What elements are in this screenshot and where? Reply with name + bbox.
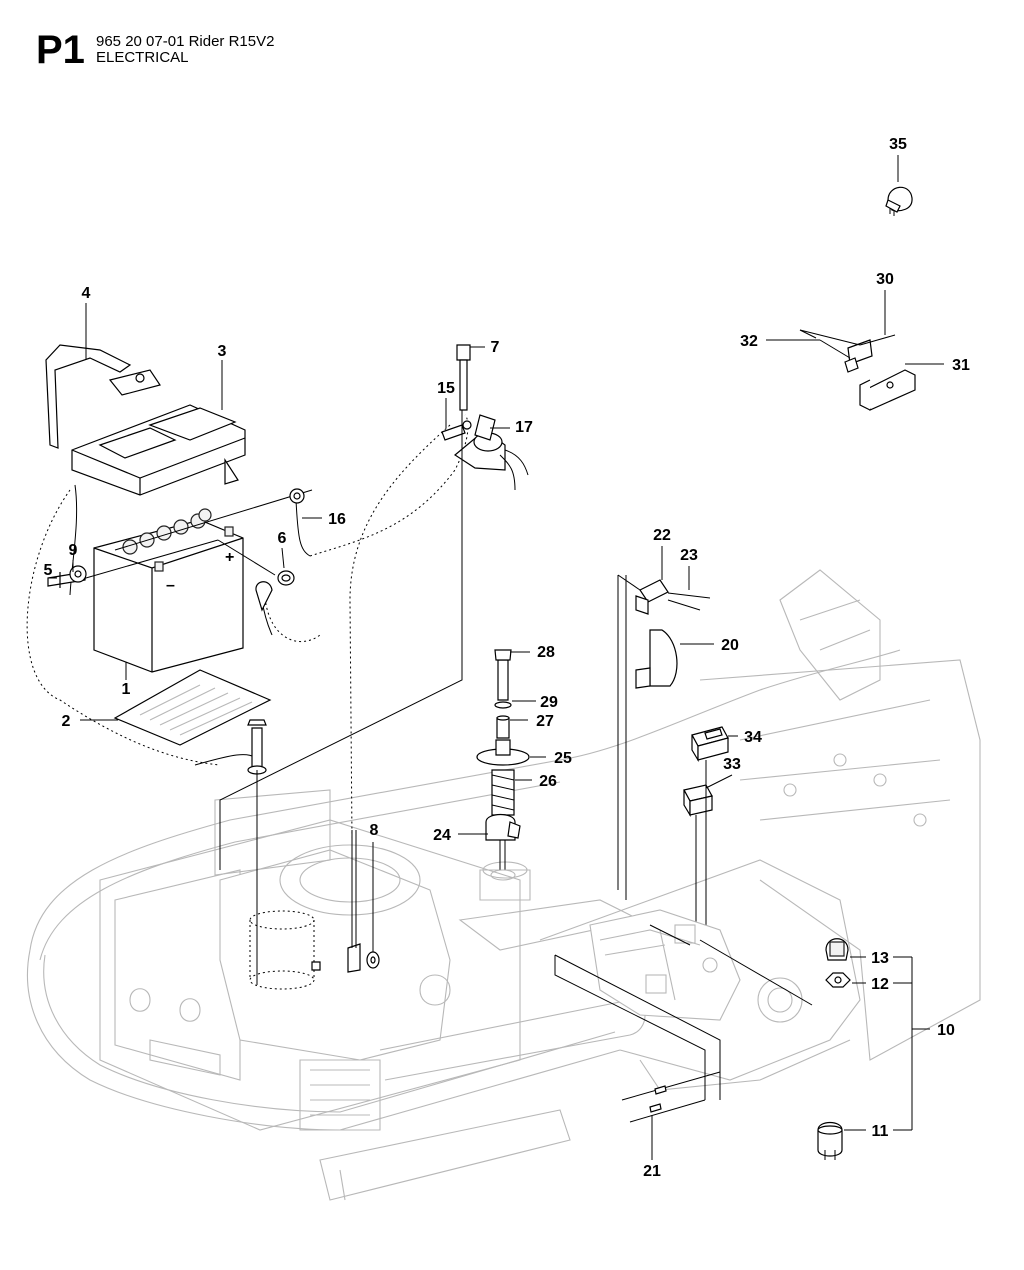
callout-7: 7 <box>491 339 500 356</box>
callout-4: 4 <box>82 285 91 302</box>
callout-15: 15 <box>437 380 455 397</box>
control-panel-housing <box>554 909 813 1100</box>
callout-5: 5 <box>44 562 53 579</box>
callout-12: 12 <box>871 976 889 993</box>
starter-solenoid-assembly[interactable] <box>441 344 529 491</box>
wiring-harness-leads[interactable] <box>621 1071 721 1123</box>
callout-2: 2 <box>62 713 71 730</box>
dashboard-switches[interactable] <box>683 726 729 960</box>
callout-28: 28 <box>537 644 555 661</box>
callout-23: 23 <box>680 547 698 564</box>
page-code: P1 <box>36 28 85 72</box>
model-title: 965 20 07-01 Rider R15V2 <box>96 33 275 50</box>
wire-clip-part[interactable] <box>347 830 380 973</box>
callout-10: 10 <box>937 1022 955 1039</box>
engine-connector-outline <box>249 910 321 990</box>
battery-pad-part[interactable] <box>113 669 272 746</box>
callout-16: 16 <box>328 511 346 528</box>
callout-33: 33 <box>723 756 741 773</box>
callout-30: 30 <box>876 271 894 288</box>
callout-29: 29 <box>540 694 558 711</box>
callout-9: 9 <box>69 542 78 559</box>
relay-and-cover-assembly[interactable] <box>617 574 711 900</box>
callout-27: 27 <box>536 713 554 730</box>
bulb-part[interactable] <box>885 186 913 216</box>
callout-22: 22 <box>653 527 671 544</box>
callout-3: 3 <box>218 343 227 360</box>
callout-25: 25 <box>554 750 572 767</box>
callout-11: 11 <box>872 1123 889 1140</box>
callout-34: 34 <box>744 729 762 746</box>
callout-8: 8 <box>370 822 379 839</box>
callout-labels: 1 2 3 4 5 6 7 8 9 10 11 12 13 15 16 17 2… <box>44 136 970 1180</box>
brake-switch-assembly[interactable] <box>799 329 916 411</box>
leader-lines <box>48 155 944 1160</box>
section-title: ELECTRICAL <box>96 49 189 66</box>
throttle-knob-assembly[interactable] <box>817 938 851 1160</box>
seat-switch-stack[interactable] <box>476 649 530 881</box>
battery-cover-part[interactable] <box>71 404 246 496</box>
callout-26: 26 <box>539 773 557 790</box>
callout-24: 24 <box>433 827 451 844</box>
callout-20: 20 <box>721 637 739 654</box>
battery-cables <box>26 414 469 841</box>
battery-minus-terminal-mark: – <box>166 577 175 594</box>
solenoid-ground-line <box>219 410 463 870</box>
battery-terminal-bolts[interactable] <box>47 488 305 775</box>
callout-1: 1 <box>122 681 131 698</box>
callout-31: 31 <box>952 357 970 374</box>
callout-21: 21 <box>643 1163 661 1180</box>
callout-6: 6 <box>278 530 287 547</box>
callout-32: 32 <box>740 333 758 350</box>
chassis-frame-illustration <box>26 569 981 1201</box>
callout-13: 13 <box>871 950 889 967</box>
callout-17: 17 <box>515 419 533 436</box>
callout-35: 35 <box>889 136 907 153</box>
battery-plus-terminal-mark: + <box>225 549 234 566</box>
battery-hold-down-strap-part[interactable] <box>45 344 161 449</box>
